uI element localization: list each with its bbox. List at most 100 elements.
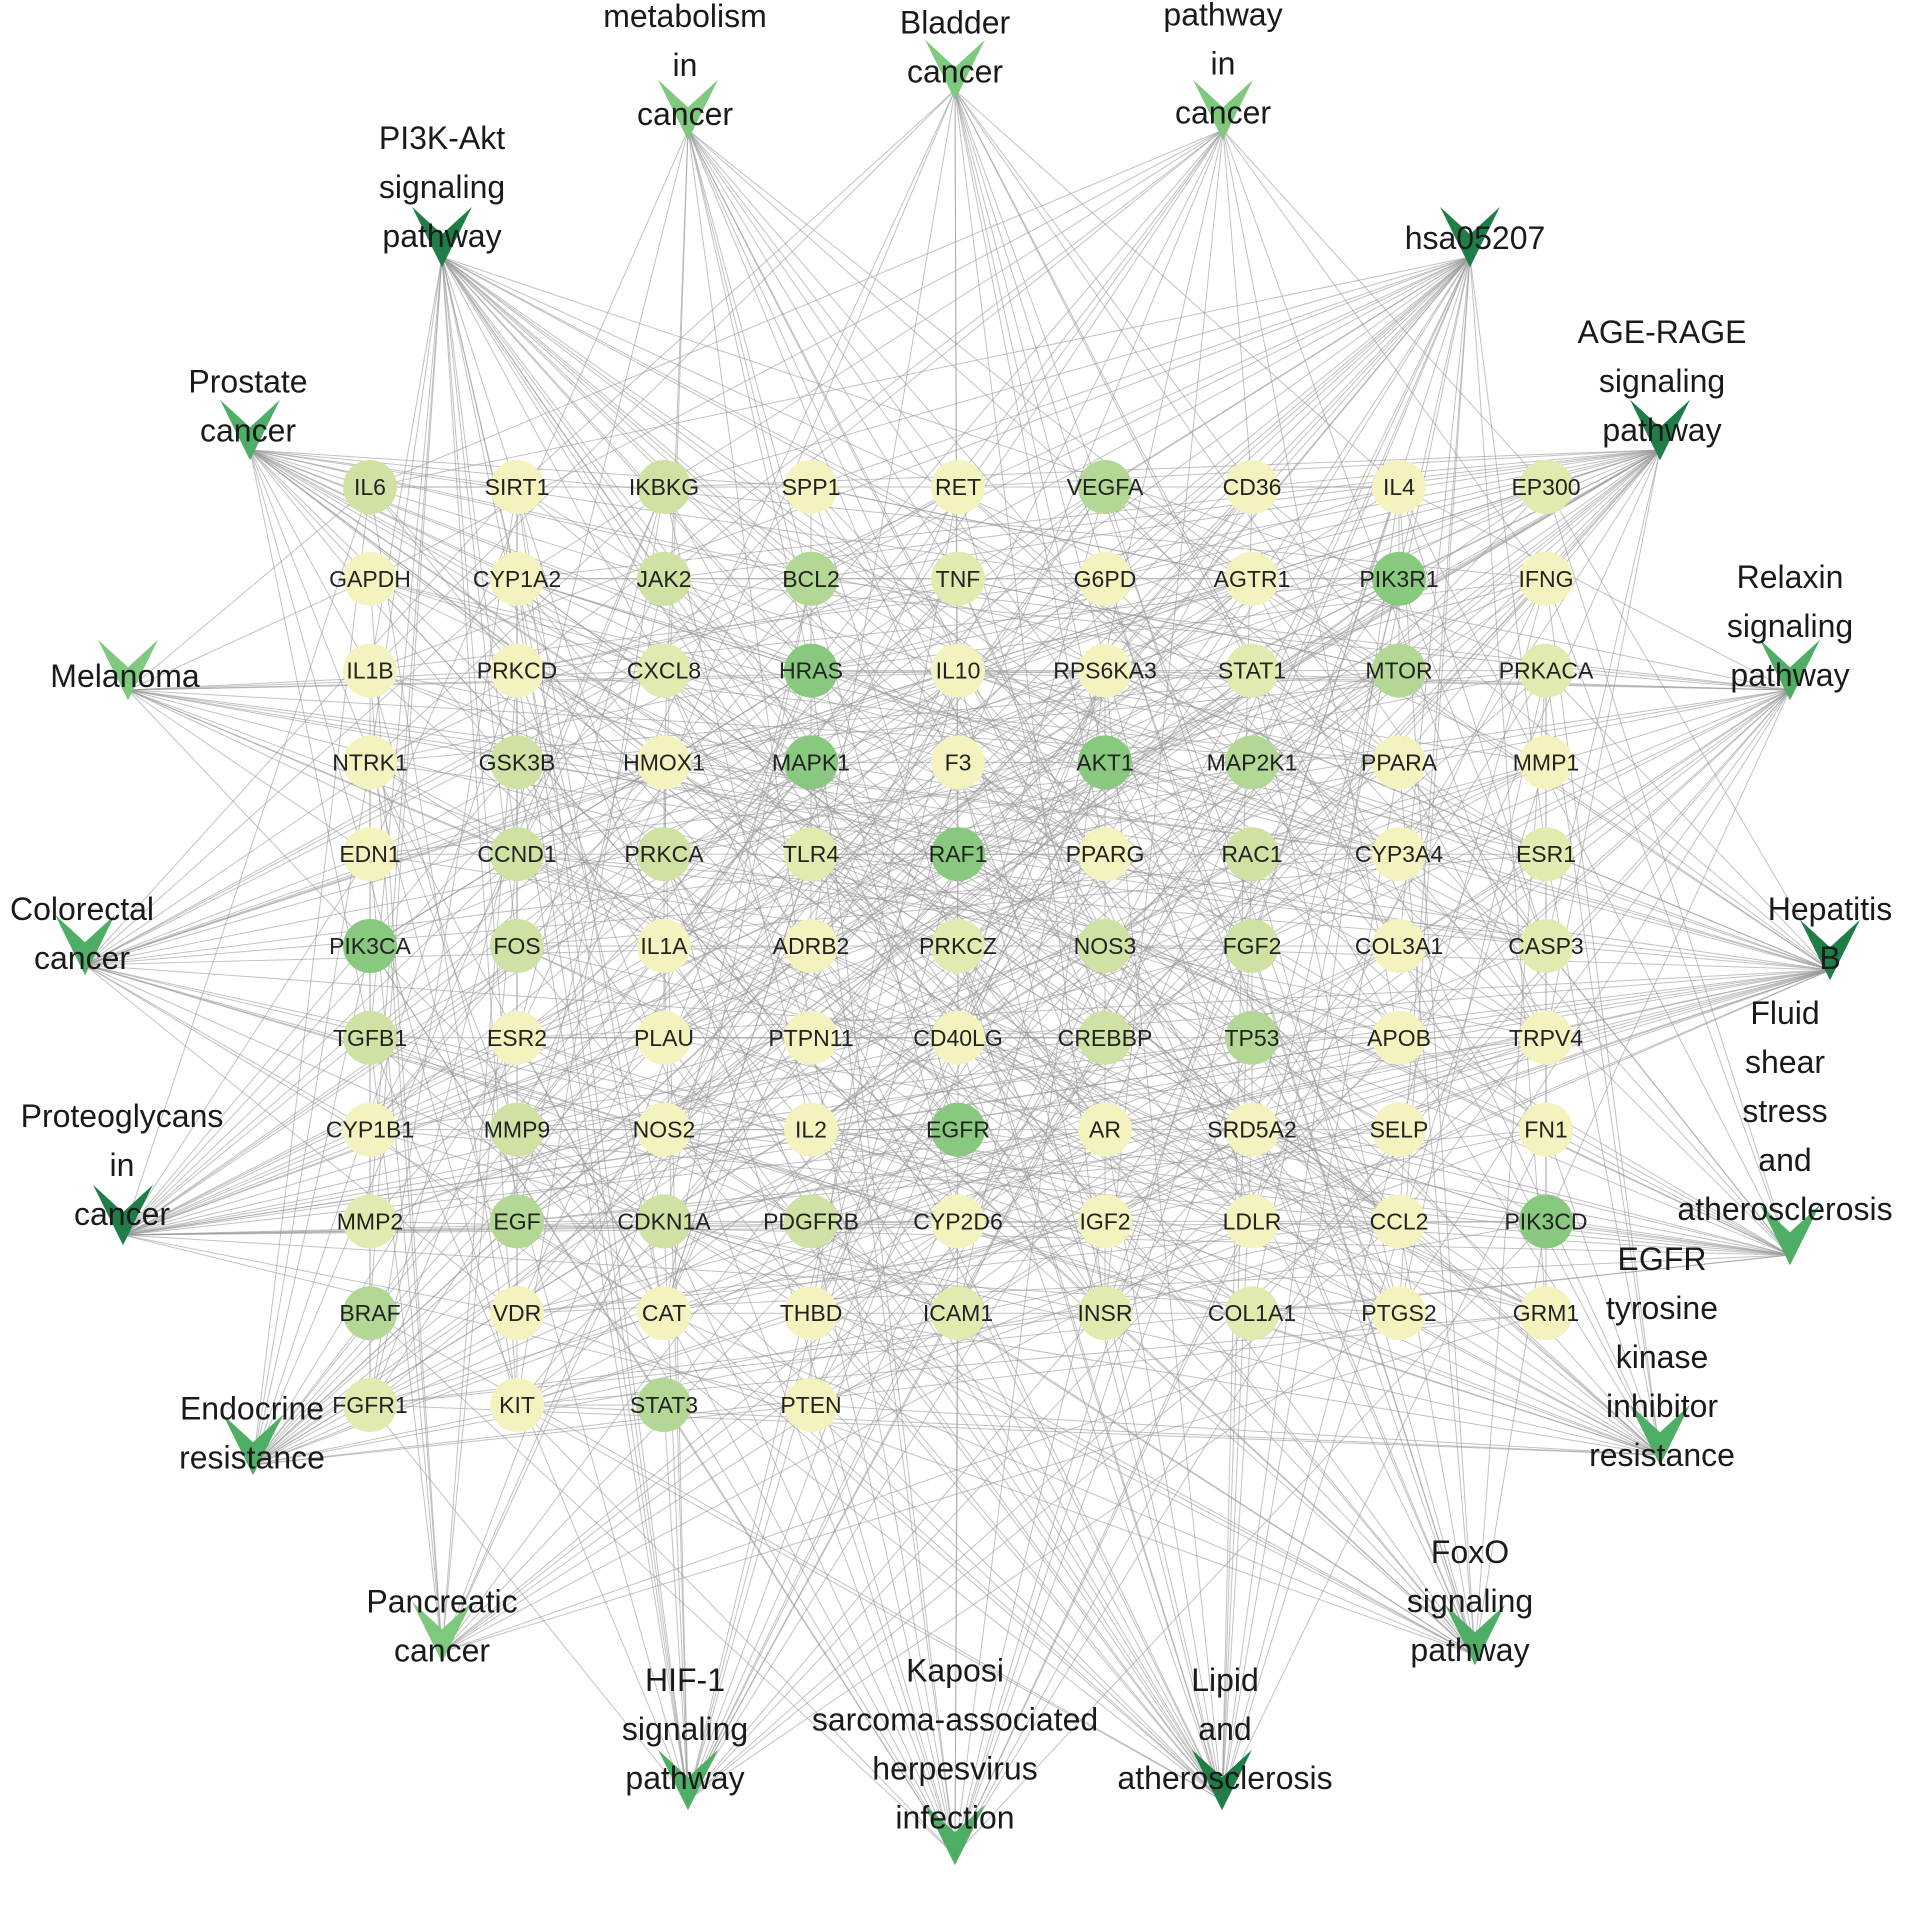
gene-node-rac1: RAC1	[1221, 827, 1283, 882]
edge-pathway-gene	[441, 256, 1106, 1130]
gene-node-cyp1b1: CYP1B1	[326, 1102, 414, 1157]
gene-label: MMP1	[1513, 749, 1579, 775]
pathway-label-line: metabolism	[603, 0, 767, 34]
pathway-node-prostate-cancer: Prostate cancer	[188, 364, 308, 461]
gene-node-raf1: RAF1	[929, 827, 987, 882]
edge-pathway-gene	[1104, 969, 1831, 1222]
gene-label: AGTR1	[1214, 566, 1291, 592]
gene-label: PRKACA	[1499, 658, 1594, 684]
gene-node-nos2: NOS2	[633, 1102, 695, 1157]
gene-label: APOB	[1367, 1025, 1431, 1051]
pathway-node-central-carbon-metabolism-in-cancer: Centralcarbonmetabolismincancer	[603, 0, 767, 141]
gene-circle	[1372, 1194, 1426, 1249]
edge-pathway-gene	[810, 969, 1831, 1222]
gene-circle	[490, 1010, 544, 1065]
pathway-arrow-icon	[412, 1601, 472, 1663]
edge-pathway-gene	[516, 1312, 1476, 1656]
edge-pathway-gene	[810, 945, 1476, 1656]
edge-gene-gene	[810, 762, 1253, 1130]
gene-node-kit: KIT	[490, 1378, 544, 1432]
gene-circle	[1078, 1010, 1132, 1065]
edge-pathway-gene	[1104, 689, 1791, 1314]
gene-circle	[784, 1194, 838, 1249]
gene-circle	[343, 735, 397, 790]
edge-pathway-gene	[369, 1254, 1791, 1406]
edge-pathway-gene	[1251, 256, 1471, 1314]
edge-pathway-gene	[122, 670, 1400, 1236]
gene-label: CD40LG	[913, 1025, 1002, 1051]
edge-pathway-gene	[84, 670, 665, 966]
edge-gene-gene	[369, 486, 518, 1406]
gene-label: RAC1	[1221, 841, 1282, 867]
pathway-label-line: cancer	[200, 413, 296, 449]
edge-pathway-gene	[441, 486, 1547, 1653]
gene-node-tp53: TP53	[1225, 1010, 1279, 1065]
gene-node-agtr1: AGTR1	[1214, 551, 1291, 606]
gene-node-cyp2d6: CYP2D6	[913, 1194, 1003, 1249]
pathway-label-line: Proteoglycans	[21, 1098, 224, 1134]
edge-pathway-gene	[441, 256, 959, 763]
gene-node-cd40lg: CD40LG	[913, 1010, 1003, 1065]
edge-pathway-gene	[1545, 670, 1791, 691]
edge-pathway-gene	[954, 89, 1106, 1314]
pathway-label-line: HIF-1	[645, 1662, 725, 1698]
gene-circle	[1372, 827, 1426, 882]
edge-pathway-gene	[516, 89, 956, 1130]
gene-circle	[1372, 735, 1426, 790]
pathway-arrow-icon	[1760, 1204, 1820, 1266]
edge-pathway-gene	[127, 689, 371, 855]
edge-gene-gene	[663, 853, 959, 947]
edge-pathway-gene	[252, 486, 371, 1466]
gene-circle	[343, 643, 397, 698]
edge-pathway-gene	[1545, 689, 1791, 855]
gene-label: CD36	[1223, 474, 1282, 500]
edge-pathway-gene	[810, 129, 1224, 671]
pathway-label-line: Prostate	[188, 364, 307, 400]
edge-gene-gene	[810, 670, 1106, 1314]
gene-node-spp1: SPP1	[782, 460, 840, 514]
edge-gene-gene	[663, 854, 812, 1222]
edge-pathway-gene	[1251, 689, 1791, 947]
pathway-arrow-icon	[1192, 1749, 1252, 1811]
edge-pathway-gene	[252, 761, 1547, 1466]
gene-node-pik3ca: PIK3CA	[329, 919, 412, 973]
edge-pathway-gene	[663, 945, 689, 1801]
gene-circle	[1078, 735, 1132, 790]
pathway-label-line: resistance	[179, 1440, 325, 1476]
edge-pathway-gene	[1221, 762, 1547, 1801]
gene-circle	[1225, 1102, 1279, 1157]
gene-circle	[637, 1010, 691, 1065]
edge-gene-gene	[810, 1129, 1547, 1406]
edge-pathway-gene	[369, 256, 1471, 855]
pathway-label: Endocrine resistance	[179, 1391, 325, 1476]
gene-circle	[1078, 460, 1132, 514]
edge-gene-gene	[516, 1312, 1547, 1406]
pathway-label: Prostate cancer	[188, 364, 307, 449]
edge-pathway-gene	[127, 689, 1106, 947]
edge-pathway-gene	[441, 1221, 959, 1653]
gene-node-gapdh: GAPDH	[329, 551, 411, 606]
pathway-label-line: Endocrine	[180, 1391, 324, 1427]
gene-node-cyp1a2: CYP1A2	[473, 551, 561, 606]
gene-node-prkcd: PRKCD	[477, 643, 557, 698]
edge-pathway-gene	[1221, 762, 1400, 1801]
edge-gene-gene	[516, 578, 1547, 1039]
edge-gene-gene	[957, 486, 1400, 855]
gene-circle	[490, 735, 544, 790]
edge-pathway-gene	[1104, 670, 1831, 971]
gene-circle	[1078, 643, 1132, 698]
pathway-label-line: Bladder	[900, 5, 1011, 41]
gene-circle	[931, 919, 985, 973]
gene-node-tgfb1: TGFB1	[333, 1010, 407, 1065]
gene-label: PRKCZ	[919, 933, 997, 959]
edge-pathway-gene	[127, 689, 1400, 855]
pathway-arrow-icon	[658, 1749, 718, 1811]
edge-pathway-gene	[687, 129, 1400, 763]
pathway-label-line: PI3K-Akt	[379, 120, 505, 156]
